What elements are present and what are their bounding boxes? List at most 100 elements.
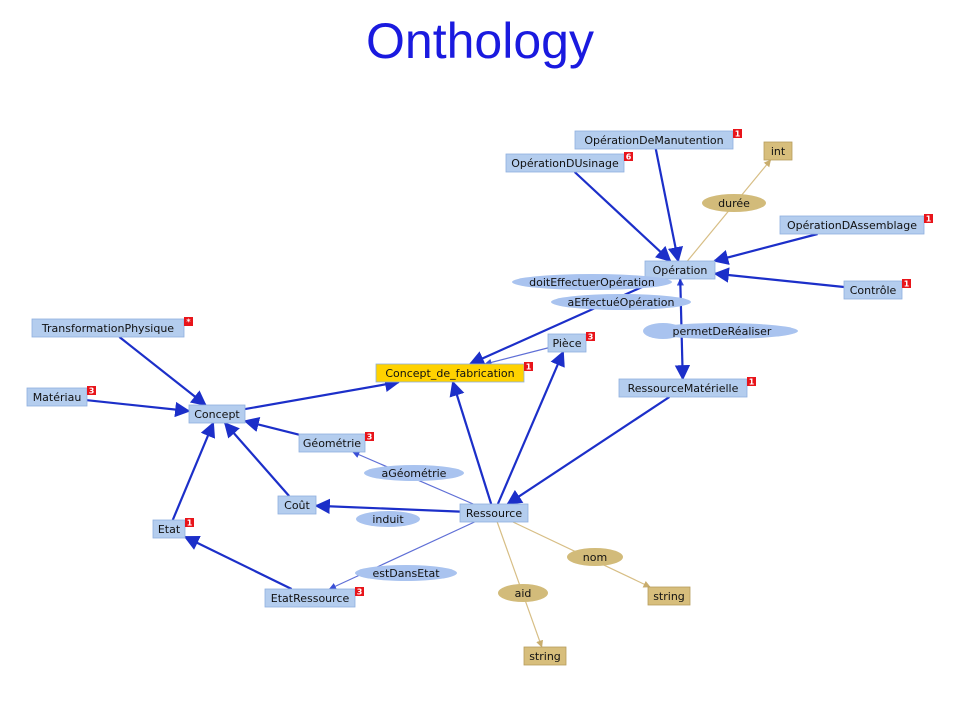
node-ressource[interactable]: Ressource [459, 503, 529, 523]
edge-ressource-to-piece [496, 350, 565, 505]
edge-materiau-to-concept [86, 399, 191, 418]
node-label: Coût [284, 499, 310, 512]
node-label: aid [515, 587, 532, 600]
node-shape [356, 511, 420, 527]
node-shape [512, 274, 672, 290]
count-badge-text: * [186, 318, 191, 327]
node-shape [551, 294, 691, 310]
node-aeffectue[interactable]: aEffectuéOpération [551, 294, 691, 310]
node-concept-fab[interactable]: Concept_de_fabrication 1 [375, 362, 533, 383]
node-estdans[interactable]: estDansEtat [355, 565, 457, 581]
node-concept[interactable]: Concept [188, 404, 246, 424]
node-label: Concept_de_fabrication [385, 367, 514, 380]
node-ageometrie[interactable]: aGéométrie [364, 465, 464, 481]
count-badge [733, 129, 742, 138]
node-label: TransformationPhysique [41, 322, 174, 335]
count-badge-text: 6 [626, 153, 632, 162]
count-badge-text: 1 [735, 130, 741, 139]
count-badge [524, 362, 533, 371]
node-operation[interactable]: Opération [644, 260, 716, 280]
node-label: durée [718, 197, 750, 210]
slide-title: Onthology [366, 13, 594, 69]
count-badge-text: 1 [749, 378, 755, 387]
count-badge [624, 152, 633, 161]
node-shape [779, 215, 925, 235]
node-label: Ressource [466, 507, 522, 520]
node-shape [702, 194, 766, 212]
node-label: Matériau [33, 391, 82, 404]
node-shape [26, 387, 88, 407]
edge-geometrie-to-concept [243, 416, 300, 436]
node-materiau[interactable]: Matériau 3 [26, 386, 96, 407]
edge-layer [86, 148, 845, 648]
node-shape [618, 378, 748, 398]
node-string2[interactable]: string [523, 646, 567, 666]
node-label: permetDeRéaliser [673, 325, 772, 338]
node-piece[interactable]: Pièce 3 [547, 332, 595, 353]
node-transfo[interactable]: TransformationPhysique * [31, 317, 193, 338]
count-badge [365, 432, 374, 441]
node-etat-ress[interactable]: EtatRessource 3 [264, 587, 364, 608]
node-cout[interactable]: Coût [277, 495, 317, 515]
node-aid[interactable]: aid [498, 584, 548, 602]
node-label: aEffectuéOpération [568, 296, 675, 309]
node-shape [547, 333, 587, 353]
count-badge-text: 3 [89, 387, 95, 396]
node-shape [264, 588, 356, 608]
node-permet[interactable]: permetDeRéaliser [646, 323, 798, 339]
node-label: aGéométrie [382, 467, 447, 480]
edge-ressource-to-cout [314, 498, 461, 515]
node-label: EtatRessource [271, 592, 350, 605]
node-shape [574, 130, 734, 150]
count-badge [924, 214, 933, 223]
node-label: RessourceMatérielle [628, 382, 739, 395]
node-label: OpérationDAssemblage [787, 219, 917, 232]
count-badge-text: 1 [904, 280, 910, 289]
node-shape [505, 153, 625, 173]
count-badge [185, 518, 194, 527]
edge-ressource-to-concept_fab [449, 380, 493, 505]
node-nom[interactable]: nom [567, 548, 623, 566]
node-layer: OpérationDeManutention 1 intOpérationDUsin… [26, 129, 933, 666]
node-int[interactable]: int [763, 141, 793, 161]
node-label: doitEffectuerOpération [529, 276, 655, 289]
node-string1[interactable]: string [647, 586, 691, 606]
edge-ress_mat-to-ressource [506, 396, 670, 505]
node-shape [152, 519, 186, 539]
node-shape [188, 404, 246, 424]
node-induit[interactable]: induit [356, 511, 420, 527]
edge-ressource-to-etat_ress [328, 521, 475, 590]
node-shape [647, 586, 691, 606]
node-label: string [653, 590, 685, 603]
node-shape [644, 260, 716, 280]
node-label: OpérationDeManutention [584, 134, 723, 147]
edge-operation-to-concept_fab [468, 277, 661, 366]
count-badge [87, 386, 96, 395]
node-shape [364, 465, 464, 481]
node-doit[interactable]: doitEffectuerOpération [512, 274, 672, 290]
node-shape [843, 280, 903, 300]
node-op-manut[interactable]: OpérationDeManutention 1 [574, 129, 742, 150]
count-badge-text: 3 [357, 588, 363, 597]
node-ress-mat[interactable]: RessourceMatérielle 1 [618, 377, 756, 398]
count-badge-text: 3 [367, 433, 373, 442]
node-duree[interactable]: durée [702, 194, 766, 212]
node-label: Etat [158, 523, 181, 536]
edge-concept-to-concept_fab [244, 376, 401, 411]
edge-controle-to-operation [713, 267, 845, 289]
edge-piece-to-concept_fab [484, 347, 549, 366]
node-label: Pièce [552, 337, 581, 350]
node-label: estDansEtat [372, 567, 440, 580]
count-badge [586, 332, 595, 341]
count-badge-text: 1 [526, 363, 532, 372]
edge-etat-to-concept [171, 421, 216, 521]
node-shape [355, 565, 457, 581]
count-badge-text: 3 [588, 333, 594, 342]
node-shape [763, 141, 793, 161]
